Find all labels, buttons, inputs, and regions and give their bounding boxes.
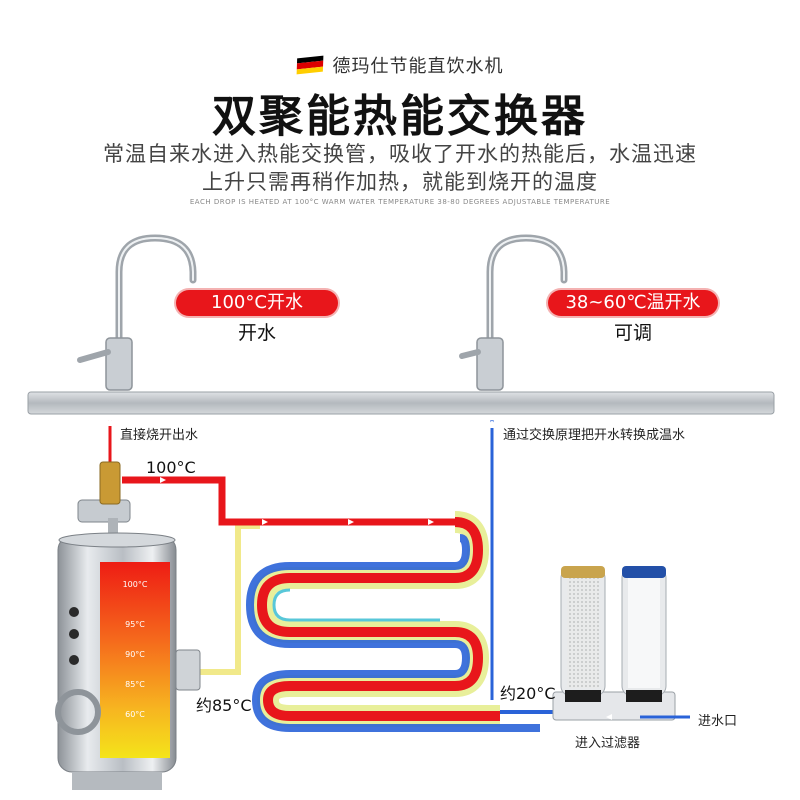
page-title: 双聚能热能交换器 — [212, 91, 588, 142]
filter-label: 进入过滤器 — [575, 736, 641, 751]
temp-85-label: 约85°C — [196, 696, 252, 715]
hot-water-badge: 100°C开水 — [176, 290, 338, 316]
english-subtitle: EACH DROP IS HEATED AT 100°C WARM WATER … — [189, 198, 611, 206]
temp-100-label: 100°C — [146, 458, 196, 477]
tank-level-85: 85°C — [125, 680, 145, 689]
warm-water-label: 可调 — [613, 322, 652, 344]
water-tank — [55, 532, 201, 790]
direct-out-label: 直接烧开出水 — [120, 428, 199, 443]
water-filter-icon — [552, 566, 690, 721]
hot-water-label: 开水 — [237, 322, 276, 344]
warm-water-badge: 38~60℃温开水 — [548, 290, 718, 316]
temp-20-label: 约20°C — [500, 684, 556, 703]
tank-level-90: 90°C — [125, 650, 145, 659]
brand-name: 德玛仕节能直饮水机 — [332, 56, 504, 77]
description-line-2: 上升只需再稍作加热，就能到烧开的温度 — [202, 170, 598, 194]
exchange-note-label: 通过交换原理把开水转换成温水 — [503, 428, 686, 443]
tank-level-60: 60°C — [125, 710, 145, 719]
valve-icon — [77, 461, 131, 536]
tank-level-95: 95°C — [125, 620, 145, 629]
left-faucet-icon — [77, 234, 197, 391]
brand-row: 德玛仕节能直饮水机 — [0, 52, 800, 78]
inlet-label: 进水口 — [698, 714, 738, 729]
right-faucet-icon — [459, 234, 568, 391]
countertop — [27, 391, 775, 415]
description: 常温自来水进入热能交换管，吸收了开水的热能后，水温迅速 上升只需再稍作加热，就能… — [0, 140, 800, 196]
tank-level-100: 100°C — [122, 580, 148, 589]
description-line-1: 常温自来水进入热能交换管，吸收了开水的热能后，水温迅速 — [103, 142, 697, 166]
